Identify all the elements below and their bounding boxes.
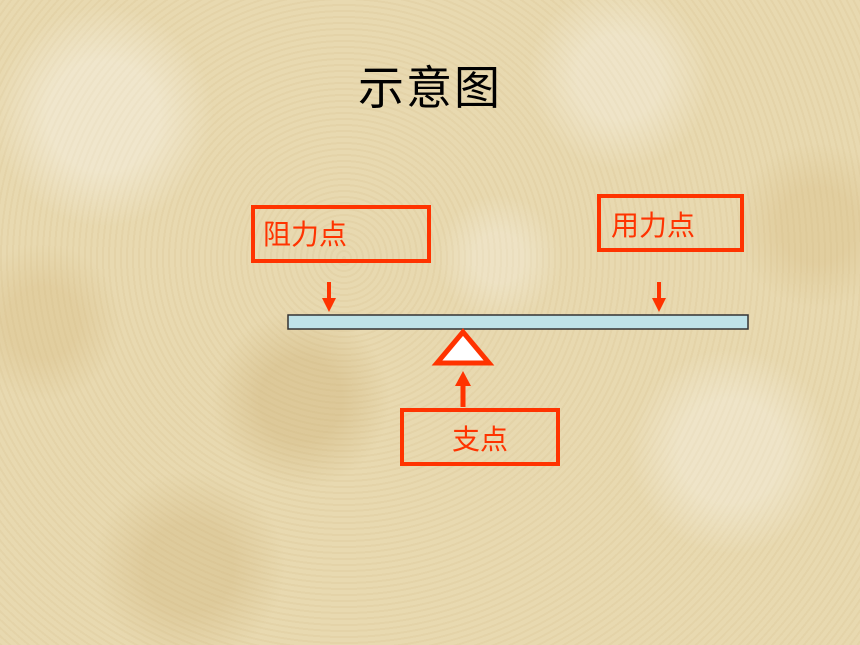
resistance-arrow-icon <box>322 282 336 312</box>
fulcrum-triangle-icon <box>431 328 495 366</box>
fulcrum-label: 支点 <box>400 408 560 466</box>
effort-point-label: 用力点 <box>597 194 744 252</box>
page-title: 示意图 <box>358 61 502 115</box>
lever-bar <box>287 314 749 330</box>
fulcrum-arrow-icon <box>455 371 471 407</box>
resistance-point-label: 阻力点 <box>251 205 431 263</box>
effort-arrow-icon <box>652 282 666 312</box>
